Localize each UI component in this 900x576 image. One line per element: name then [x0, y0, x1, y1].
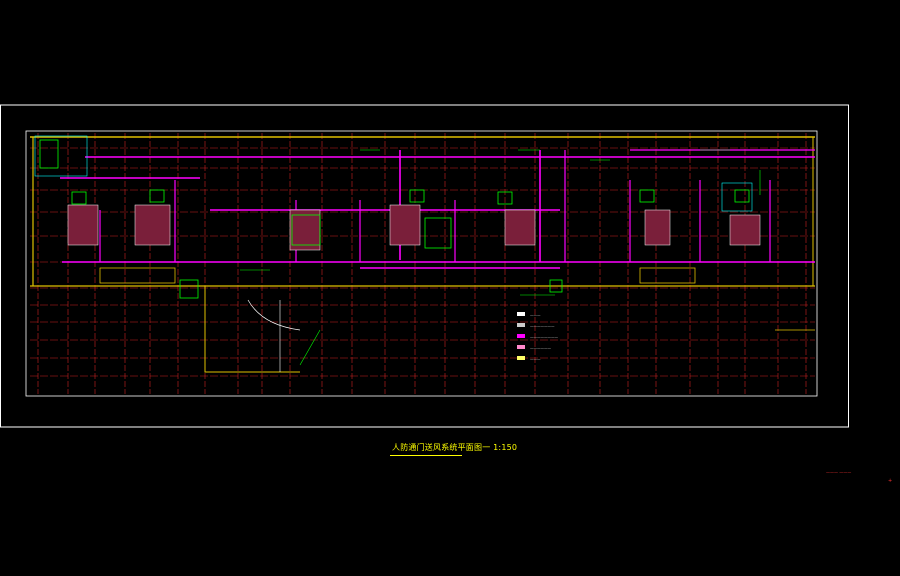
bottom-right-note: ——— ——— — [826, 470, 852, 475]
equipment-box — [424, 217, 452, 249]
equipment-box — [639, 189, 655, 203]
leader-line — [299, 329, 321, 366]
legend-label: ——— — [530, 313, 541, 317]
equipment-box — [71, 191, 87, 205]
room — [504, 209, 536, 246]
drawing-title: 人防通门送风系统平面图一 1:150 — [392, 443, 518, 452]
equipment — [34, 135, 761, 366]
drawing-title-underline — [390, 455, 462, 456]
walls — [30, 136, 815, 373]
equipment-box — [409, 189, 425, 203]
outer-frame — [0, 104, 849, 428]
equipment-box — [291, 214, 321, 246]
rooms — [67, 204, 761, 284]
legend-label: ——————— — [530, 324, 555, 328]
air-ducts — [60, 149, 815, 269]
legend: ——————————————————————————— — [517, 312, 559, 361]
legend-label: —————— — [530, 346, 552, 350]
stair — [639, 267, 696, 284]
equipment-box — [149, 189, 165, 203]
equipment-box — [39, 139, 59, 169]
legend-label: ———————— — [530, 335, 559, 339]
room — [729, 214, 761, 246]
legend-swatch — [517, 345, 525, 349]
legend-label: ——— — [530, 357, 541, 361]
room — [389, 204, 421, 246]
bottom-right-mark: + — [888, 478, 893, 484]
cyan-outline — [721, 182, 753, 212]
equipment-box — [179, 279, 199, 299]
legend-swatch — [517, 323, 525, 327]
inner-frame — [25, 130, 818, 397]
room — [289, 209, 321, 251]
room — [67, 204, 99, 246]
ramp-wall — [204, 286, 300, 373]
room — [134, 204, 171, 246]
equipment-box — [734, 189, 750, 203]
cyan-outline — [34, 135, 88, 177]
equipment-box — [549, 279, 563, 293]
stair — [99, 267, 176, 284]
room — [644, 209, 671, 246]
legend-swatch — [517, 356, 525, 360]
ramp-curve — [247, 299, 301, 331]
equipment-box — [497, 191, 513, 205]
legend-swatch — [517, 312, 525, 316]
axis-grid — [30, 133, 815, 394]
legend-swatch — [517, 334, 525, 338]
